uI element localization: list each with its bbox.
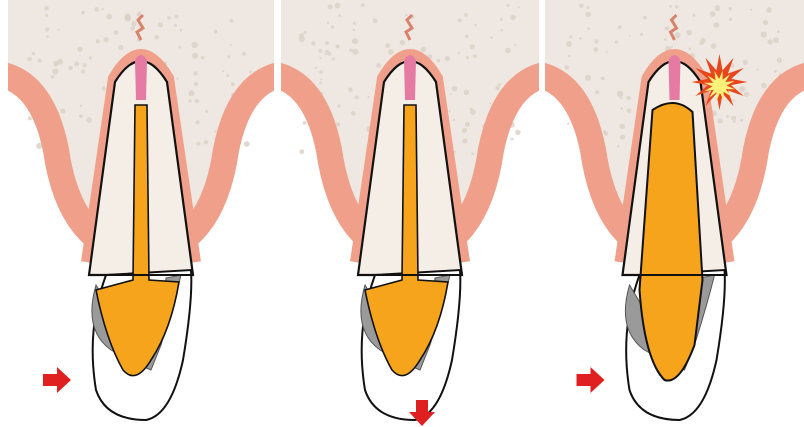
- force-arrow-icon: [43, 367, 71, 393]
- pulp-canal: [404, 55, 416, 100]
- panel-3: [540, 0, 804, 420]
- force-arrow-icon: [577, 367, 605, 393]
- pulp-canal: [669, 55, 681, 100]
- panel-1: [3, 0, 279, 420]
- pulp-canal: [135, 55, 147, 100]
- panel-2: [276, 0, 544, 426]
